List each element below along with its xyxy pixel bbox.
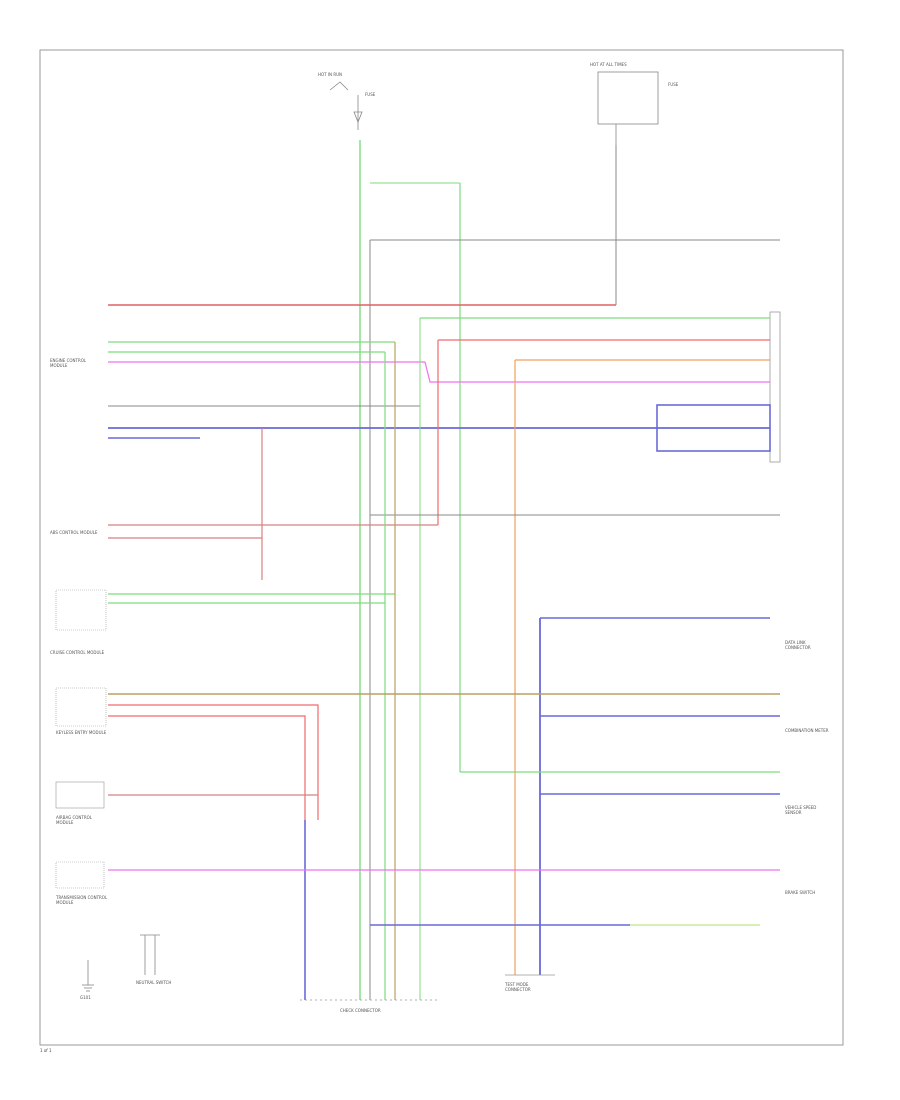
keyless-module-box — [55, 687, 107, 727]
ground-label: G101 — [80, 995, 91, 1000]
ground-symbol — [82, 960, 94, 992]
brake-switch-label: BRAKE SWITCH — [785, 890, 816, 895]
neutral-switch-label: NEUTRAL SWITCH — [136, 980, 172, 985]
data-link-connector-label: DATA LINK CONNECTOR — [785, 640, 811, 650]
footer-code: 1 of 1 — [40, 1048, 52, 1053]
combination-meter-label: COMBINATION METER — [785, 728, 829, 733]
ignition-fuse-symbol — [329, 81, 363, 130]
cruise-module-box — [55, 589, 107, 631]
hot-at-all-times-label: HOT AT ALL TIMES — [590, 62, 627, 67]
blue-loop — [656, 404, 771, 452]
keyless-entry-module-label: KEYLESS ENTRY MODULE — [56, 730, 107, 735]
airbag-module-box — [55, 781, 105, 809]
neutral-switch-symbol — [140, 934, 160, 975]
ignition-fuse-label: FUSE — [365, 92, 376, 97]
wire-red-cruise-2 — [108, 715, 306, 820]
cruise-control-module-label: CRUISE CONTROL MODULE — [50, 650, 105, 655]
transmission-control-module-label: TRANSMISSION CONTROL MODULE — [56, 895, 108, 905]
abs-control-module-label: ABS CONTROL MODULE — [50, 530, 98, 535]
wire-red-cruise-1 — [108, 704, 319, 820]
right-connector — [769, 311, 781, 463]
wire-magenta-right — [424, 361, 770, 383]
vehicle-speed-sensor-label: VEHICLE SPEED SENSOR — [785, 805, 817, 815]
engine-control-module-label: ENGINE CONTROL MODULE — [50, 358, 87, 368]
battery-fuse-label: FUSE — [668, 82, 679, 87]
test-mode-connector-label: TEST MODE CONNECTOR — [505, 982, 531, 992]
hot-in-run-label: HOT IN RUN — [318, 72, 343, 77]
battery-fuse-box — [597, 71, 659, 145]
airbag-control-module-label: AIRBAG CONTROL MODULE — [56, 815, 93, 825]
transmission-module-box — [55, 861, 105, 889]
check-connector-label: CHECK CONNECTOR — [340, 1008, 381, 1013]
diagram-border — [39, 49, 844, 1046]
